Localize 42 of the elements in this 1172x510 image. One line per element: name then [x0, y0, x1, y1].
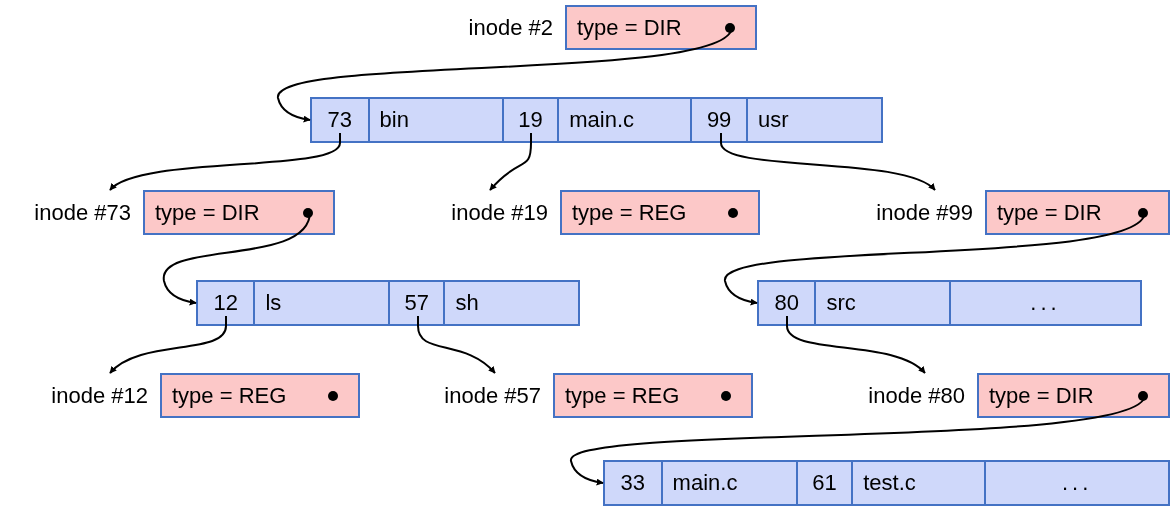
inode-type-text: type = DIR	[155, 199, 260, 226]
inode-type-text: type = REG	[572, 199, 687, 226]
table-cell: main.c	[660, 462, 796, 504]
directory-table	[757, 280, 1142, 326]
inode-type-text: type = DIR	[997, 199, 1102, 226]
pointer-arrow	[109, 315, 227, 374]
table-cell: 33	[605, 462, 661, 504]
table-cell: usr	[745, 99, 881, 141]
pointer-arrow	[489, 132, 532, 191]
table-cell: 73	[312, 99, 368, 141]
directory-table	[310, 97, 883, 143]
table-cell: ...	[984, 462, 1168, 504]
table-cell: bin	[367, 99, 502, 141]
inode-type-text: type = REG	[565, 382, 680, 409]
directory-table	[196, 280, 580, 326]
inode-label: inode #57	[444, 382, 541, 409]
table-cell: 12	[198, 282, 254, 324]
inode-type-text: type = REG	[172, 382, 287, 409]
inode-label: inode #12	[51, 382, 148, 409]
table-cell: ls	[253, 282, 388, 324]
table-cell: 99	[690, 99, 746, 141]
pointer-arrow	[786, 315, 926, 374]
table-cell: src	[814, 282, 950, 324]
pointer-arrow	[109, 132, 341, 191]
table-cell: 19	[501, 99, 558, 141]
table-cell: 80	[759, 282, 815, 324]
table-cell: main.c	[557, 99, 691, 141]
inode-label: inode #19	[451, 199, 548, 226]
table-cell: 57	[388, 282, 444, 324]
pointer-arrow	[417, 315, 496, 374]
inode-type-text: type = DIR	[989, 382, 1094, 409]
table-cell: test.c	[851, 462, 985, 504]
inode-label: inode #2	[468, 14, 553, 41]
directory-table	[603, 460, 1170, 506]
pointer-arrow	[720, 132, 936, 191]
inode-type-text: type = DIR	[577, 14, 682, 41]
inode-label: inode #80	[868, 382, 965, 409]
table-cell: 61	[795, 462, 852, 504]
inode-label: inode #99	[876, 199, 973, 226]
inode-label: inode #73	[34, 199, 131, 226]
table-cell: sh	[443, 282, 578, 324]
table-cell: ...	[949, 282, 1140, 324]
